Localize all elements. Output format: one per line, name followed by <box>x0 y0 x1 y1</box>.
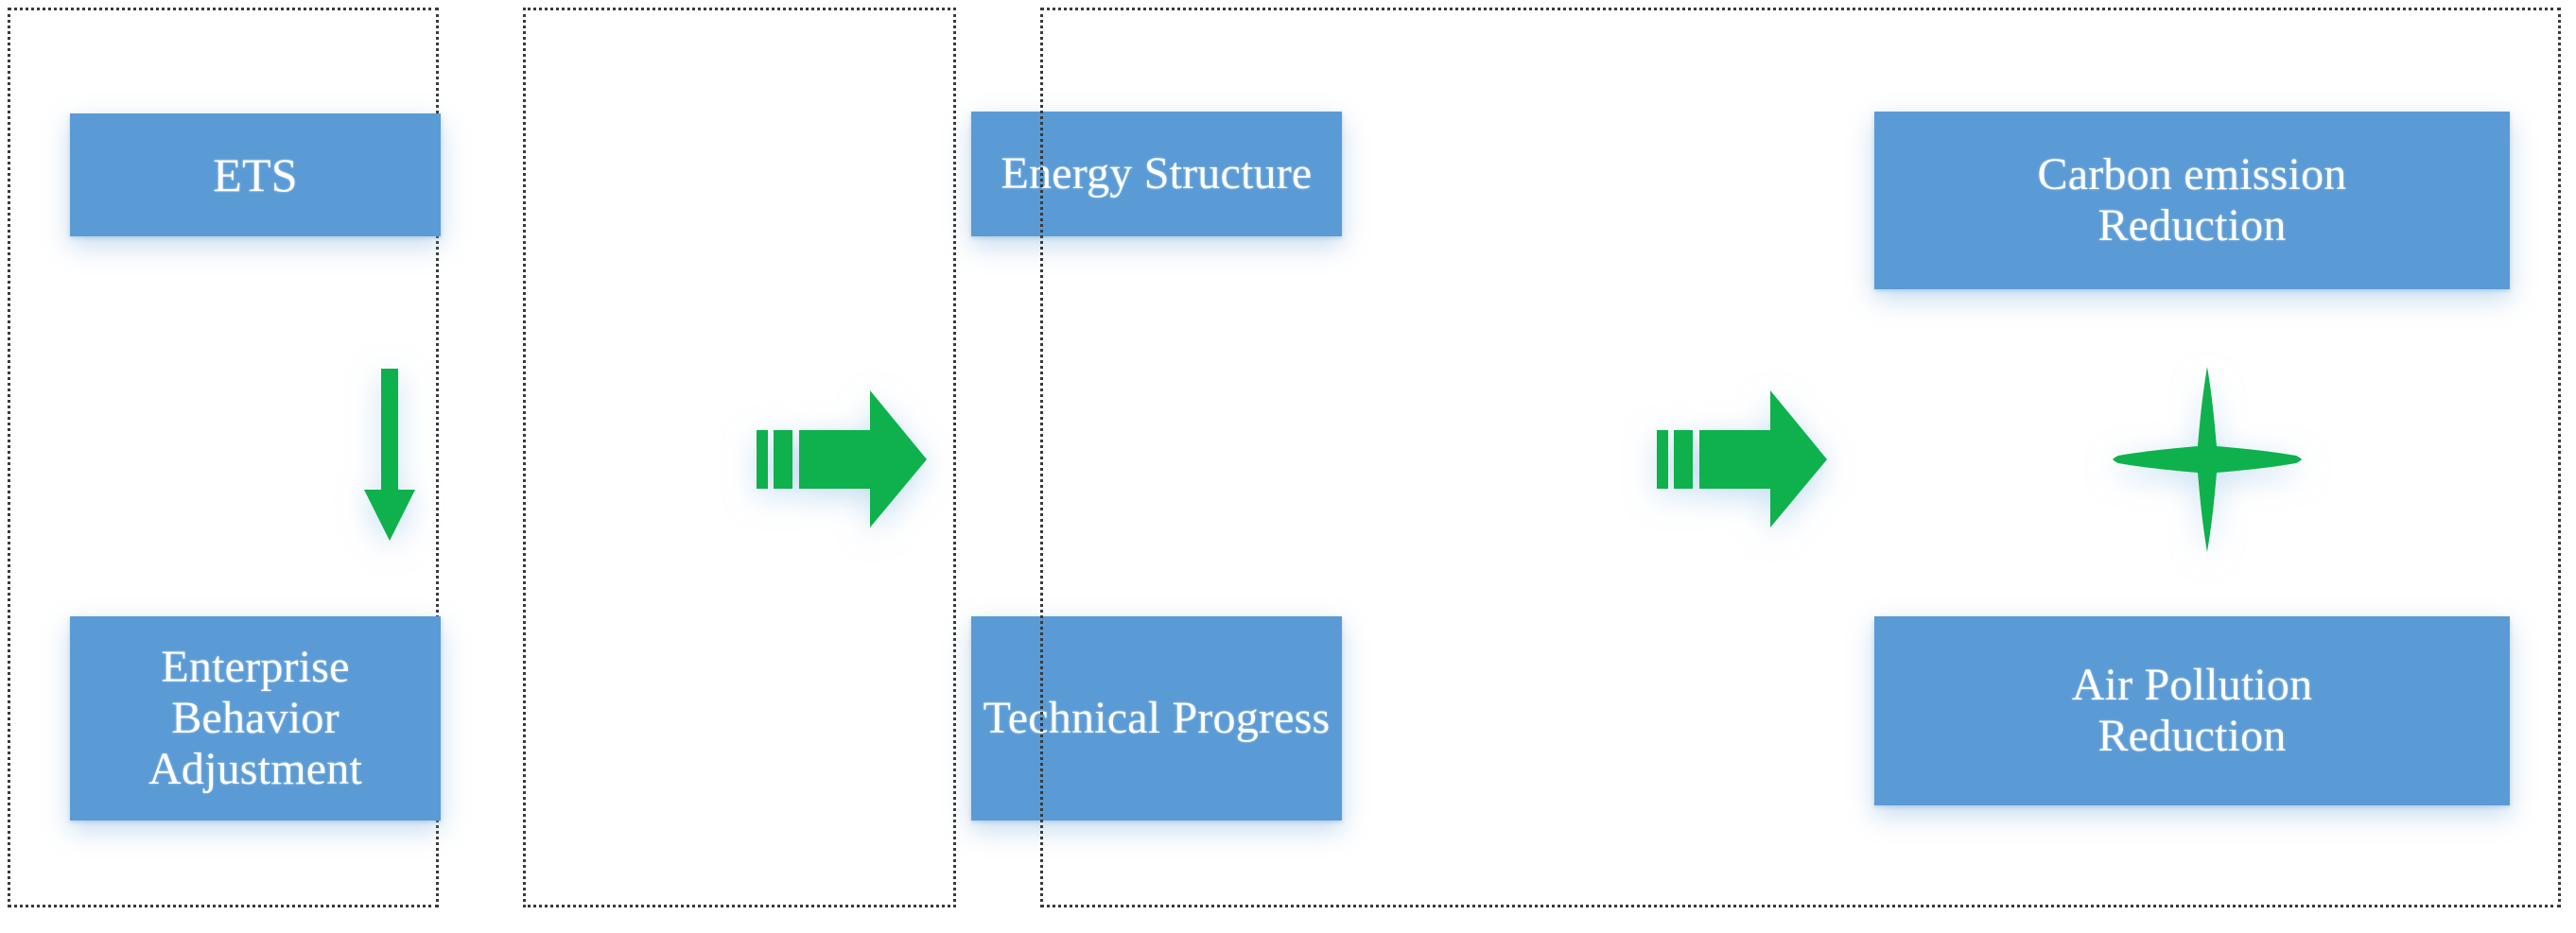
box-air-pollution-reduction-line1: Air Pollution <box>2071 660 2313 711</box>
box-carbon-emission-reduction-label: Carbon emission Reduction <box>2028 149 2357 251</box>
box-air-pollution-reduction: Air Pollution Reduction <box>1874 616 2510 805</box>
box-ets: ETS <box>70 113 441 236</box>
box-enterprise-behavior-adjustment-line2: Adjustment <box>148 743 362 794</box>
down-arrow-icon <box>361 369 418 541</box>
panel-outcome-stage <box>1040 8 2561 907</box>
box-carbon-emission-reduction: Carbon emission Reduction <box>1874 112 2510 289</box>
box-enterprise-behavior-adjustment: Enterprise Behavior Adjustment <box>70 616 441 821</box>
panel-policy-stage <box>8 8 439 907</box>
box-carbon-emission-reduction-line2: Reduction <box>2097 200 2287 251</box>
box-ets-label: ETS <box>213 148 298 201</box>
box-enterprise-behavior-adjustment-label: Enterprise Behavior Adjustment <box>70 642 441 794</box>
striped-right-arrow-icon-2 <box>1657 390 1827 527</box>
box-energy-structure: Energy Structure <box>971 112 1342 236</box>
box-technical-progress: Technical Progress <box>971 616 1342 821</box>
plus-icon <box>2107 367 2307 552</box>
box-air-pollution-reduction-line2: Reduction <box>2097 711 2287 761</box>
box-enterprise-behavior-adjustment-line1: Enterprise Behavior <box>161 642 350 744</box>
box-energy-structure-label: Energy Structure <box>1001 148 1313 199</box>
panel-mechanism-stage <box>523 8 956 907</box>
box-carbon-emission-reduction-line1: Carbon emission <box>2037 149 2347 200</box>
striped-right-arrow-icon-1 <box>757 390 927 527</box>
box-air-pollution-reduction-label: Air Pollution Reduction <box>2063 660 2323 762</box>
